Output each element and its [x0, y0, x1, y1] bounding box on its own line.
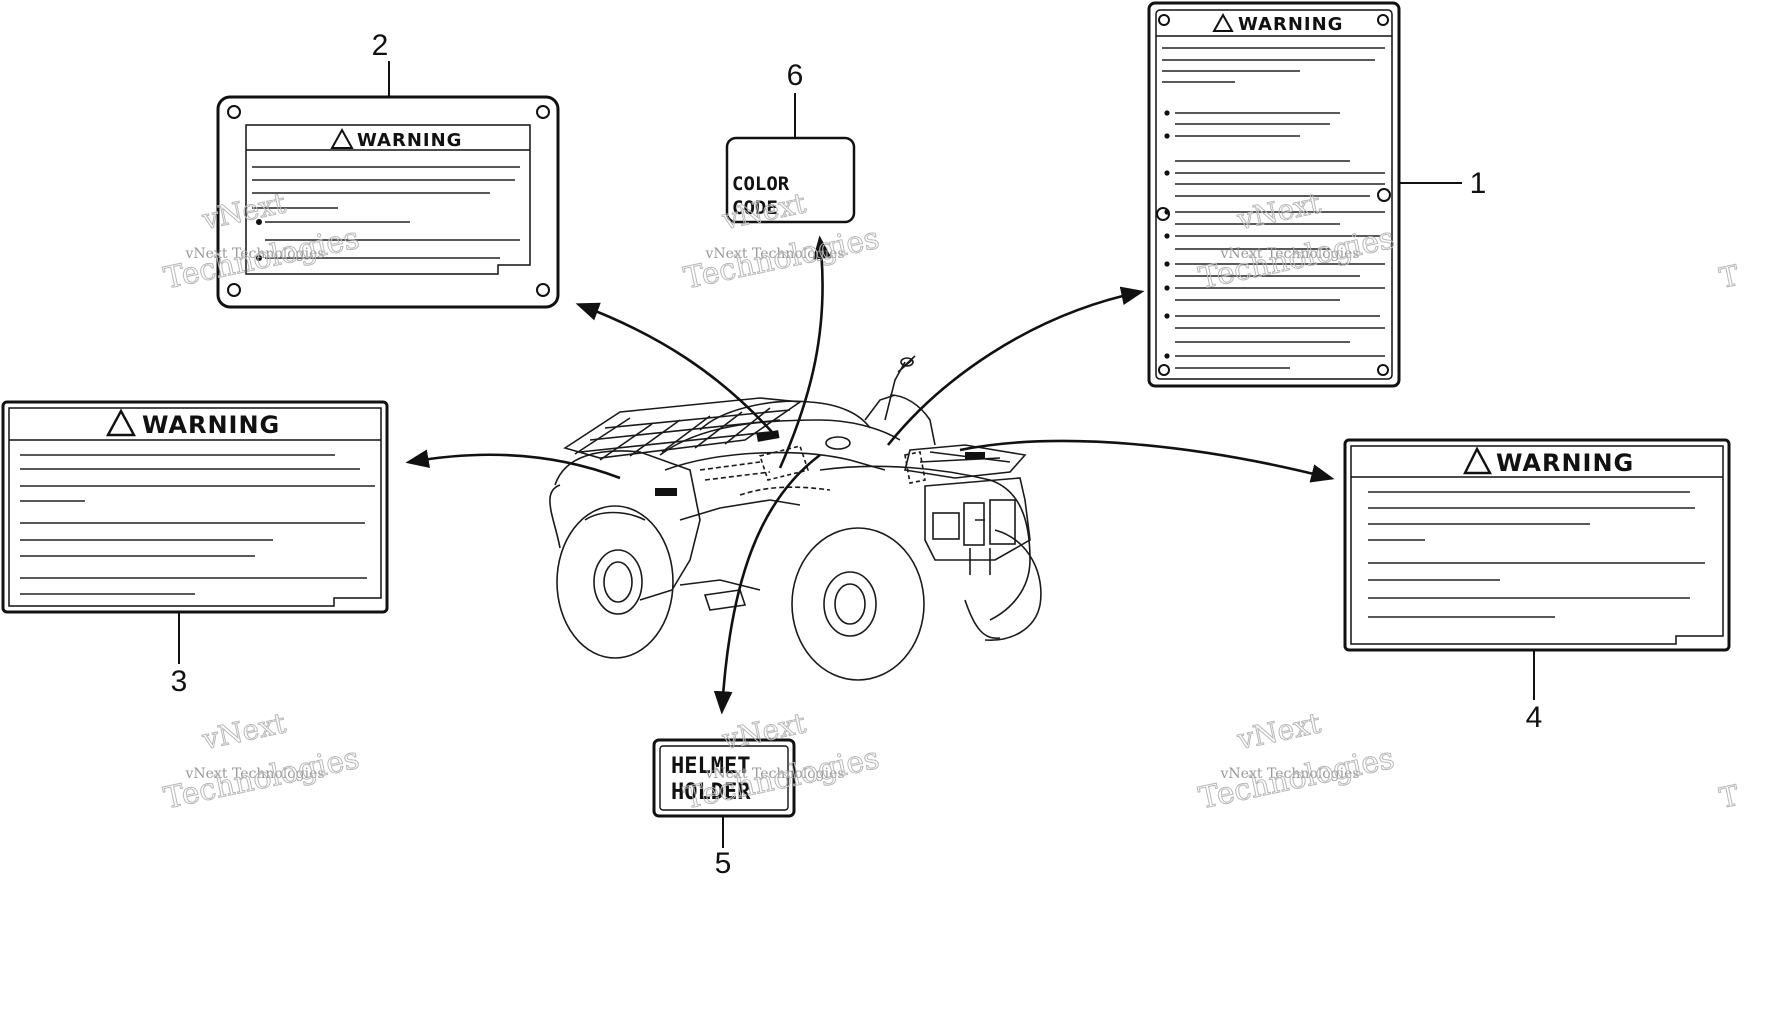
bullet-dot — [1164, 285, 1170, 291]
watermark: vNext vNext Technologies Technologies — [160, 706, 362, 817]
warning-triangle-icon — [105, 408, 137, 437]
svg-text:Technologies: Technologies — [161, 741, 362, 817]
warning-triangle-icon — [1212, 12, 1234, 32]
bullet-dot — [1164, 209, 1170, 215]
bullet-dot — [1164, 261, 1170, 267]
bullet-dot — [1164, 110, 1170, 116]
warning-title-3: WARNING — [142, 411, 280, 439]
callout-6: 6 — [787, 59, 804, 92]
svg-text:Technologies: Technologies — [1196, 741, 1397, 817]
helmet-line2: HOLDER — [671, 780, 751, 805]
pointer-arrow — [959, 439, 1335, 483]
pointer-arrow — [713, 453, 821, 715]
warning-triangle-icon — [330, 127, 354, 149]
svg-text:vNext Technologies: vNext Technologies — [185, 766, 325, 782]
callout-5: 5 — [715, 847, 732, 880]
label-3-warning-plate[interactable]: WARNING — [1, 400, 389, 614]
atv-illustration — [549, 355, 1042, 681]
pointer-arrows — [405, 235, 1335, 715]
bullet-dot — [1164, 313, 1170, 319]
svg-text:vNext: vNext — [199, 706, 290, 756]
pointer-arrow — [575, 302, 773, 433]
bullet-dot — [1164, 233, 1170, 239]
svg-text:vNext Technologies: vNext Technologies — [185, 246, 325, 262]
pointer-arrow — [886, 286, 1145, 446]
warning-title-1: WARNING — [1238, 14, 1343, 35]
warning-title-4: WARNING — [1496, 449, 1634, 477]
warning-title-2: WARNING — [357, 130, 462, 151]
svg-text:Technologies: Technologies — [681, 221, 882, 297]
bullet-dot — [1164, 353, 1170, 359]
callout-2: 2 — [372, 29, 389, 62]
color-code-line1: COLOR — [732, 173, 790, 195]
warning-triangle-icon — [1463, 446, 1493, 475]
label-6-color-code[interactable]: COLOR CODE — [725, 136, 856, 224]
bullet-dot — [1164, 133, 1170, 139]
svg-text:vNext Technologies: vNext Technologies — [705, 766, 845, 782]
watermark-edge-letter: T — [1717, 259, 1742, 295]
label-2-warning-plate[interactable]: WARNING — [216, 95, 560, 309]
callout-1: 1 — [1470, 167, 1487, 200]
watermark: vNext vNext Technologies Technologies — [1195, 706, 1397, 817]
label-1-warning-plate[interactable]: WARNING — [1147, 1, 1401, 388]
color-code-line2: CODE — [732, 197, 778, 219]
watermark-edge-letter: T — [1717, 779, 1742, 815]
pointer-arrow — [778, 235, 832, 469]
helmet-line1: HELMET — [671, 754, 750, 779]
svg-text:vNext: vNext — [1234, 706, 1325, 756]
svg-text:vNext Technologies: vNext Technologies — [1220, 766, 1360, 782]
label-4-warning-plate[interactable]: WARNING — [1343, 438, 1731, 652]
pointer-arrow — [405, 449, 621, 480]
bullet-dot — [1164, 170, 1170, 176]
svg-text:vNext Technologies: vNext Technologies — [705, 246, 845, 262]
svg-text:vNext Technologies: vNext Technologies — [1220, 246, 1360, 262]
label-5-helmet-holder[interactable]: HELMET HOLDER — [652, 738, 796, 818]
callout-3: 3 — [171, 665, 188, 698]
callout-4: 4 — [1526, 701, 1543, 734]
